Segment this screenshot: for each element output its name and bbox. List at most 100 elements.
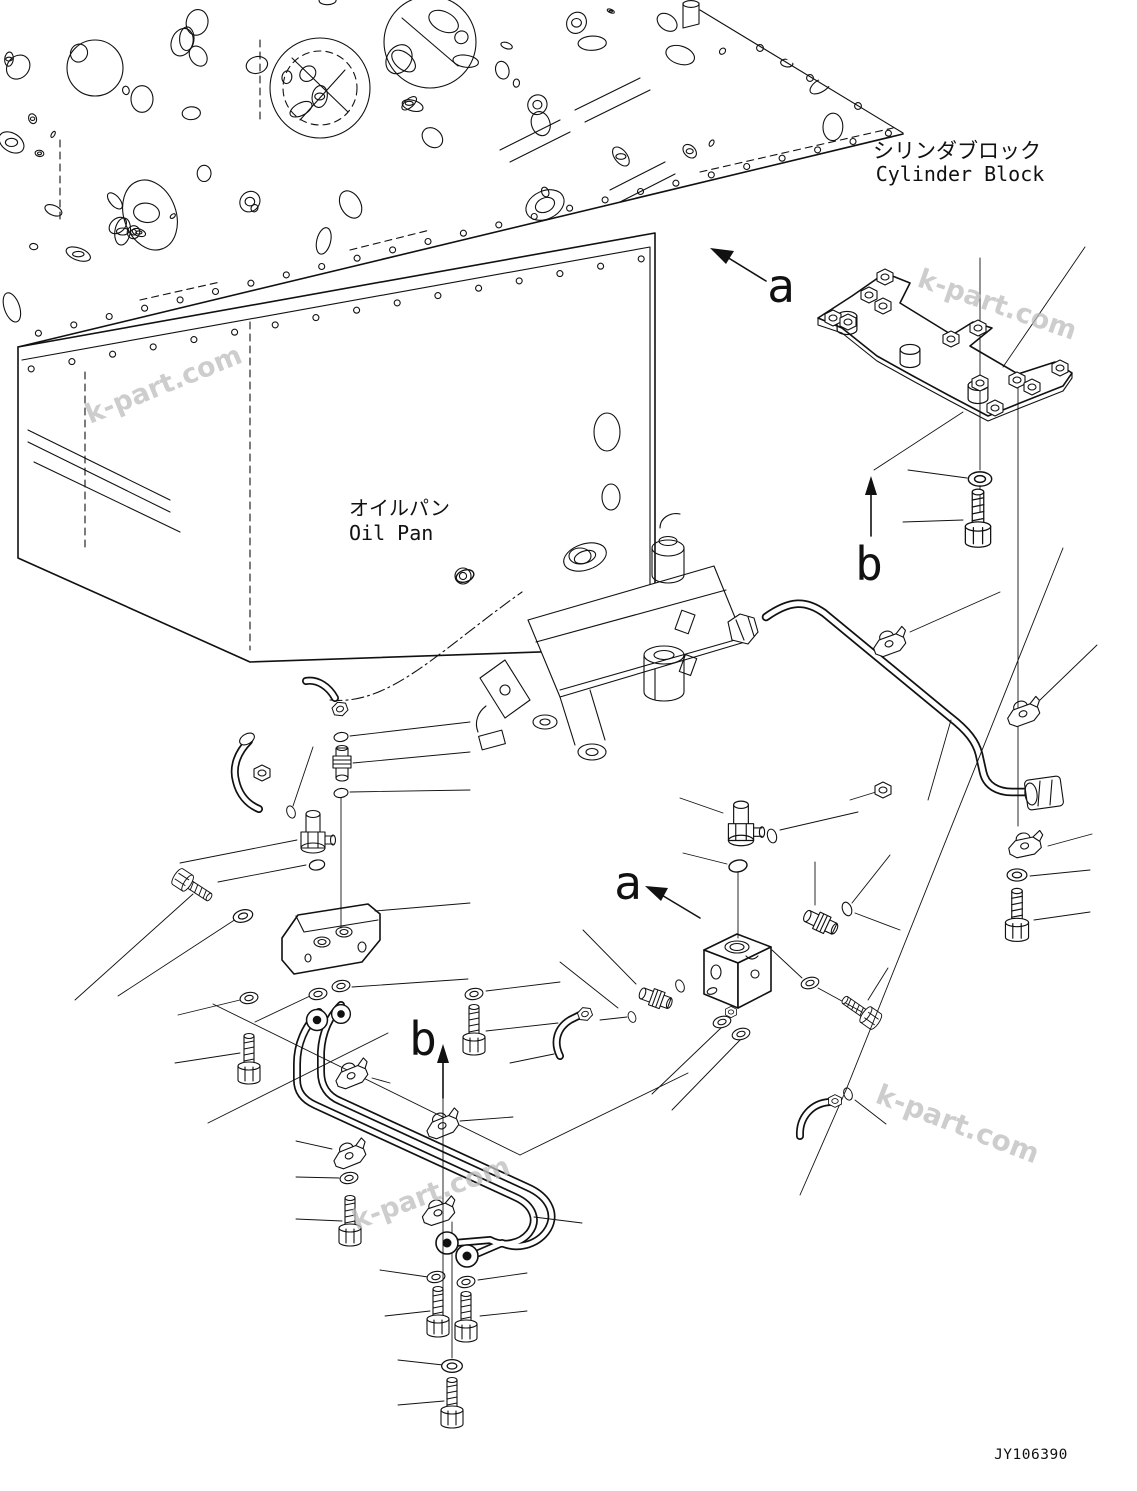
bolt-part — [454, 1290, 478, 1343]
casting-hole — [452, 54, 479, 68]
casting-hole — [69, 43, 89, 63]
bolt-hole — [778, 154, 786, 162]
leader-line — [1002, 246, 1086, 368]
casting-hole — [196, 164, 212, 183]
leader-line — [1039, 644, 1098, 701]
leader-line — [799, 1089, 847, 1196]
bolt-hole — [884, 129, 892, 137]
nut-part — [986, 399, 1004, 417]
casting-hole — [131, 227, 147, 238]
leader-line — [599, 1016, 628, 1021]
eye-part — [330, 1003, 352, 1025]
label-oil-pan-jp: オイルパン — [349, 496, 450, 520]
leader-line — [771, 949, 803, 979]
leader-line — [651, 1026, 723, 1095]
casting-hole — [611, 146, 630, 167]
eye-part — [305, 1008, 329, 1032]
casting-hole — [391, 49, 416, 73]
leader-line — [519, 1072, 689, 1156]
clip-part — [1007, 695, 1041, 728]
view-label-a-lower: a — [614, 856, 642, 910]
oring-part — [841, 901, 853, 917]
leader-line — [559, 961, 619, 1009]
leader-line — [851, 854, 891, 904]
watermark-text: k-part.com — [871, 1078, 1043, 1170]
bolt-hole — [353, 306, 361, 314]
leader-line — [254, 995, 311, 1023]
washer-part — [441, 1359, 463, 1373]
pipe-a-drawing — [727, 599, 1064, 811]
bolt-hole — [849, 137, 857, 146]
bolt-part — [964, 488, 992, 548]
eye-part — [435, 1231, 459, 1255]
leader-line — [682, 852, 728, 865]
leader-line — [384, 1310, 431, 1317]
bolt-hole — [318, 262, 326, 271]
elbow-part — [300, 809, 337, 854]
leader-line — [477, 1272, 528, 1281]
leader-line — [349, 721, 471, 737]
casting-hole — [530, 111, 551, 137]
bolt-hole — [312, 314, 320, 322]
bolt-part — [426, 1285, 450, 1338]
casting-hole — [0, 131, 25, 154]
leader-line — [927, 719, 952, 801]
bolt-hole — [814, 146, 822, 154]
pipe-a-start-nut — [727, 613, 759, 645]
block-flange — [17, 133, 904, 348]
leader-line — [207, 1032, 389, 1124]
casting-hole — [34, 149, 45, 158]
casting-hole — [566, 11, 587, 34]
casting-hole — [133, 202, 160, 224]
casting-hole — [540, 186, 550, 198]
bolt-hole — [459, 229, 467, 237]
nut-part — [576, 1007, 594, 1021]
leader-line — [671, 1038, 742, 1111]
casting-hole — [421, 127, 444, 149]
bolt-hole — [637, 255, 645, 263]
bolt-hole — [475, 284, 483, 292]
washer-part — [308, 987, 328, 1001]
leader-line — [179, 839, 298, 864]
bolt-hole — [109, 350, 117, 358]
casting-hole — [665, 44, 696, 66]
casting-hole — [577, 35, 607, 51]
casting-hole — [385, 44, 413, 75]
casting-hole — [338, 190, 363, 219]
washer-part — [426, 1270, 446, 1284]
casting-hole — [29, 242, 39, 251]
bolt-hole — [707, 171, 715, 179]
oring-part — [308, 859, 326, 871]
bolt-hole — [68, 358, 76, 366]
casting-hole — [527, 94, 548, 116]
washer-part — [712, 1015, 732, 1029]
view-arrow-a-upper — [710, 248, 767, 282]
casting-hole — [245, 55, 269, 75]
leader-line — [397, 1359, 444, 1366]
leader-line — [533, 1216, 583, 1224]
oring-part — [728, 859, 748, 873]
casting-hole — [606, 8, 615, 14]
leader-line — [371, 1077, 391, 1084]
casting-hole — [122, 85, 130, 96]
casting-hole — [718, 47, 727, 55]
bolt-hole — [271, 321, 279, 329]
bolt-hole — [393, 299, 401, 307]
casting-hole — [5, 54, 31, 80]
leader-line — [909, 591, 1001, 633]
casting-hole — [318, 0, 337, 6]
leader-line — [679, 797, 724, 814]
leader-line — [349, 789, 471, 793]
casting-hole — [185, 9, 209, 36]
oil-pan-drawing — [17, 232, 656, 701]
oring-part — [675, 979, 685, 993]
casting-hole — [2, 292, 22, 323]
leader-line — [907, 469, 968, 479]
bolt-part — [462, 1003, 486, 1056]
casting-hole — [656, 12, 678, 32]
view-label-b-lower: b — [409, 1012, 437, 1066]
casting-hole — [281, 70, 293, 85]
bolt-hole — [495, 221, 503, 229]
bolt-hole — [70, 321, 78, 329]
